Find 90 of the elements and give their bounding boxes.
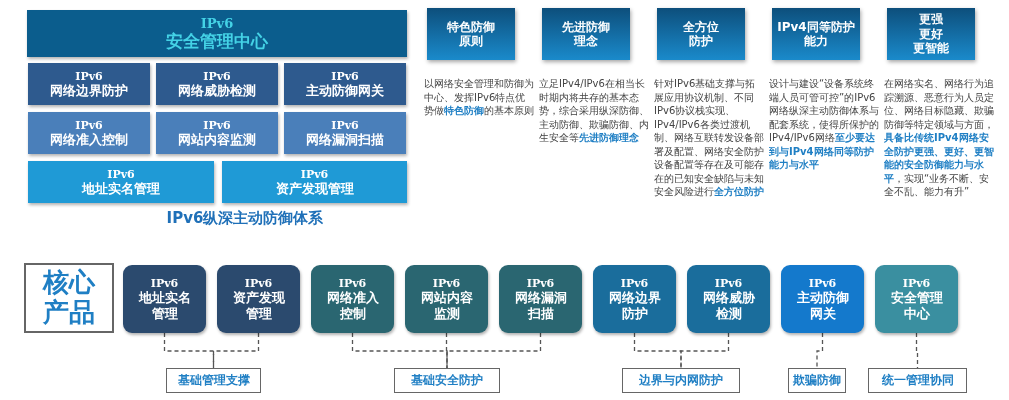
module-label: IPv6 — [203, 118, 231, 132]
module-title: 网络威胁检测 — [178, 82, 256, 99]
connector-line — [212, 332, 260, 369]
category-label: 基础管理支撑 — [177, 372, 250, 389]
header-title: 安全管理中心 — [166, 31, 268, 52]
module-title: 地址实名管理 — [82, 180, 160, 197]
module-box — [28, 112, 150, 154]
module-label: IPv6 — [203, 69, 231, 83]
product-name: 网络边界防护 — [607, 290, 662, 322]
module-box — [156, 63, 278, 105]
product-name: 网络漏洞扫描 — [513, 290, 568, 322]
connector-line — [633, 332, 682, 369]
product-name: 网络准入控制 — [325, 290, 380, 322]
module-box — [28, 63, 150, 105]
feature-box — [542, 8, 630, 60]
category-box — [868, 368, 967, 393]
feature-box — [772, 8, 860, 60]
feature-title: 更强 — [919, 12, 943, 27]
description-text: 立足IPv4/IPv6在相当长时期内将共存的基本态势，综合采用纵深防御、主动防御、欺骗防御、内生安全等先进防御理念 — [539, 77, 649, 145]
header-box — [27, 10, 407, 57]
feature-box — [887, 8, 975, 60]
module-label: IPv6 — [331, 69, 359, 83]
section-title: 核心产品 — [41, 268, 97, 328]
product-name: 安全管理中心 — [889, 290, 944, 322]
product-card — [217, 265, 300, 333]
description-text: 设计与建设“设备系统终端人员可管可控”的IPv6网络纵深主动防御体系与配套系统，使得所保护的IPv4/IPv6网络至少要达到与IPv4网络同等防护能力与水平 — [769, 77, 879, 172]
connector-line — [351, 332, 448, 369]
product-card — [499, 265, 582, 333]
product-name: 主动防御网关 — [795, 290, 850, 322]
feature-box — [657, 8, 745, 60]
module-title: 网络边界防护 — [50, 82, 128, 99]
description-text: 在网络实名、网络行为追踪溯源、恶意行为人员定位、网络目标隐藏、欺骗防御等特定领域与方面，具备比传统IPv4网络安全防护更强、更好、更智能的安全防御能力与水平，实现“业务不断、安全不乱、能力有升” — [884, 77, 994, 199]
connector-line — [446, 332, 542, 369]
product-card — [687, 265, 770, 333]
product-name: 网站内容监测 — [419, 290, 474, 322]
product-card — [405, 265, 488, 333]
description-text: 以网络安全管理和防御为中心、发挥IPv6特点优势做特色防御的基本原则 — [424, 77, 534, 118]
module-label: IPv6 — [75, 118, 103, 132]
category-box — [788, 368, 846, 393]
module-box — [222, 161, 407, 203]
module-title: 网络准入控制 — [50, 131, 128, 148]
connector-line — [816, 332, 824, 369]
module-title: 资产发现管理 — [275, 180, 354, 197]
product-label: IPv6 — [432, 276, 461, 290]
category-label: 统一管理协同 — [881, 372, 954, 389]
product-card — [123, 265, 206, 333]
product-label: IPv6 — [902, 276, 931, 290]
product-label: IPv6 — [526, 276, 555, 290]
category-box — [394, 368, 500, 393]
connector-line — [680, 332, 730, 369]
module-box — [156, 112, 278, 154]
module-box — [284, 63, 406, 105]
product-card — [311, 265, 394, 333]
product-label: IPv6 — [150, 276, 179, 290]
product-card — [875, 265, 958, 333]
product-name: 网络威胁检测 — [701, 290, 756, 322]
feature-title: 更智能 — [913, 41, 949, 56]
product-label: IPv6 — [808, 276, 837, 290]
module-title: 网站内容监测 — [178, 131, 256, 148]
product-name: 地址实名管理 — [137, 290, 192, 322]
category-box — [622, 368, 740, 393]
diagram-caption: IPv6纵深主动防御体系 — [165, 209, 325, 228]
module-title: 主动防御网关 — [306, 82, 384, 99]
category-label: 基础安全防护 — [411, 372, 483, 389]
module-label: IPv6 — [300, 167, 329, 181]
feature-title: IPv4同等防护能力 — [776, 19, 856, 49]
section-box — [24, 263, 114, 333]
header-label: IPv6 — [200, 15, 234, 32]
feature-title: 更好 — [919, 26, 943, 42]
module-title: 网络漏洞扫描 — [306, 131, 384, 148]
product-label: IPv6 — [244, 276, 273, 290]
product-label: IPv6 — [338, 276, 367, 290]
feature-title: 先进防御理念 — [561, 19, 611, 49]
product-label: IPv6 — [620, 276, 649, 290]
module-label: IPv6 — [331, 118, 359, 132]
feature-title: 全方位防护 — [682, 19, 720, 49]
category-label: 欺骗防御 — [793, 372, 841, 389]
product-card — [593, 265, 676, 333]
module-box — [284, 112, 406, 154]
product-label: IPv6 — [714, 276, 743, 290]
description-text: 针对IPv6基础支撑与拓展应用协议机制、不同IPv6协议栈实现、IPv4/IPv6各类过渡机制、网络互联转发设备部署及配置、网络安全防护设备配置等存在及可能存在的已知安全缺陷与未知安全风险进行全方位防护 — [654, 77, 764, 199]
category-label: 边界与内网防护 — [639, 372, 723, 389]
category-box — [166, 368, 261, 393]
product-card — [781, 265, 864, 333]
feature-box — [427, 8, 515, 60]
module-box — [28, 161, 214, 203]
feature-title: 特色防御原则 — [446, 19, 496, 49]
product-name: 资产发现管理 — [231, 290, 286, 322]
module-label: IPv6 — [75, 69, 103, 83]
module-label: IPv6 — [107, 167, 135, 181]
